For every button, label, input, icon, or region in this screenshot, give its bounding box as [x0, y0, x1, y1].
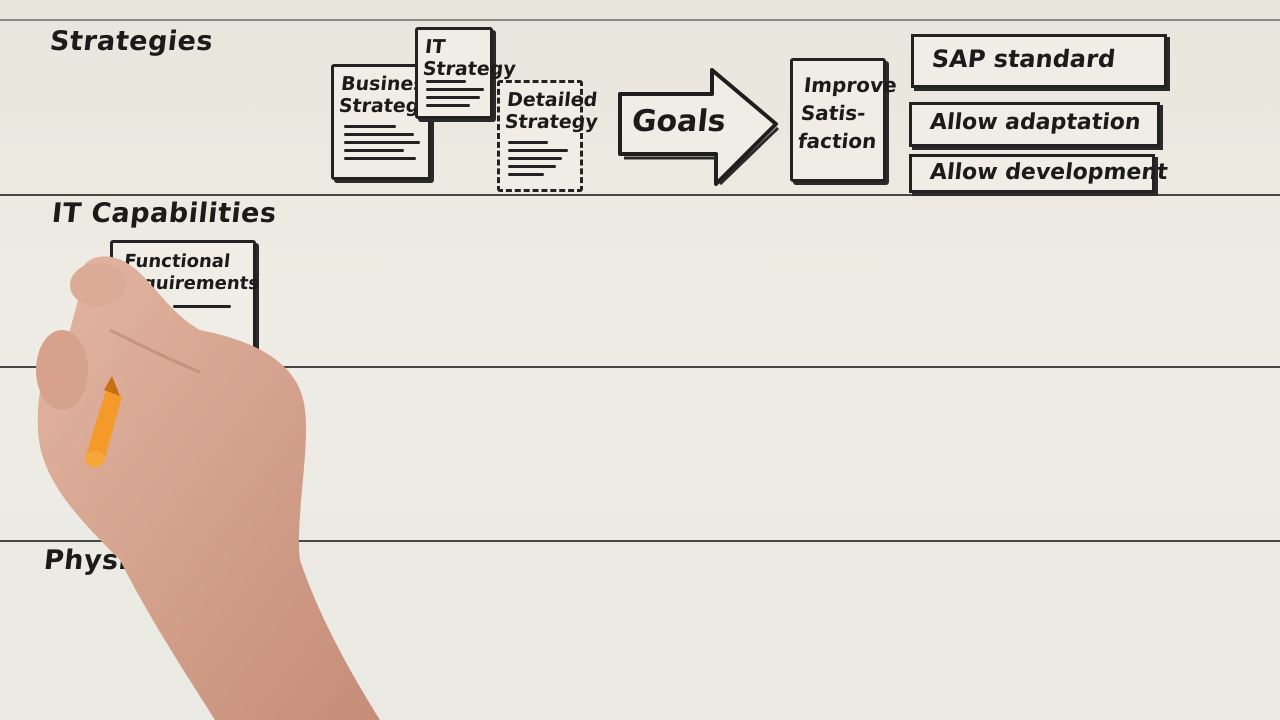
top-border-line	[0, 19, 1280, 21]
option-allow-adaptation: Allow adaptation	[909, 102, 1160, 147]
it-strategy-document: IT Strategy	[415, 27, 517, 119]
lane-divider-2	[0, 366, 1280, 368]
detailed-strategy-document: Detailed Strategy	[497, 80, 599, 192]
lane-divider-1	[0, 194, 1280, 196]
document-text-lines	[173, 305, 233, 313]
orange-pen	[85, 376, 122, 467]
document-text-lines	[344, 125, 420, 165]
lane-divider-3	[0, 540, 1280, 542]
business-strategy-document: Business Strategy	[331, 64, 437, 180]
document-text-lines	[426, 80, 486, 112]
improve-satisfaction-box: Improve Satis-faction	[790, 58, 898, 182]
option-sap-standard: SAP standard	[911, 34, 1167, 88]
goals-arrow	[618, 68, 780, 186]
document-text-lines	[508, 141, 574, 181]
option-allow-development: Allow development	[909, 154, 1169, 193]
